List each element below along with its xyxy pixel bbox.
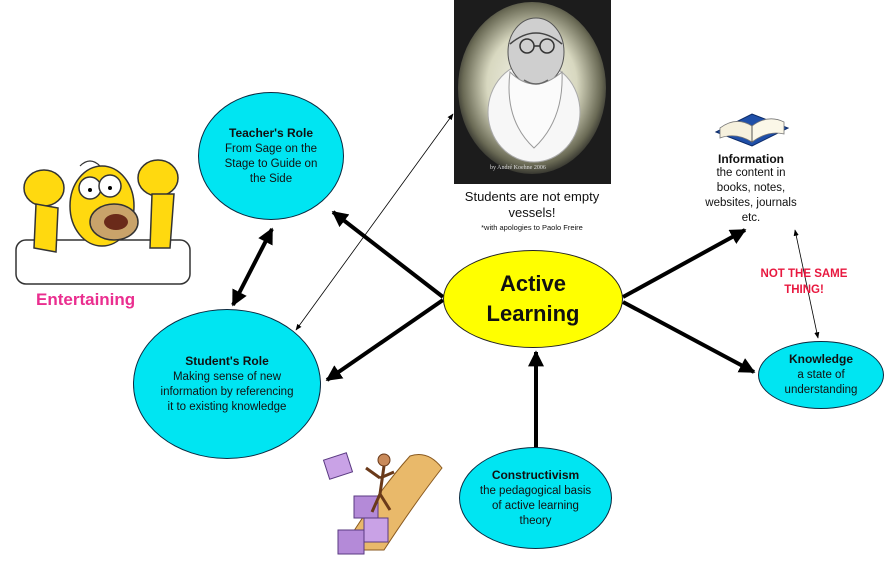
open-book-icon xyxy=(712,106,792,148)
arrow-portrait-student xyxy=(295,113,454,331)
constructivism-title: Constructivism xyxy=(491,467,580,482)
information-node: Information the content in books, notes,… xyxy=(700,152,802,226)
quote-small: *with apologies to Paolo Freire xyxy=(481,223,583,232)
student-role-desc: Making sense of new information by refer… xyxy=(160,370,294,413)
homer-drawing xyxy=(15,159,191,285)
knowledge-desc: a state of understanding xyxy=(784,369,858,396)
freire-portrait: by André Koehne 2006 xyxy=(454,0,611,184)
quote-main: Students are not empty vessels! xyxy=(464,189,600,220)
student-role-title: Student's Role xyxy=(185,353,269,368)
arrow-to-information xyxy=(622,228,747,299)
teacher-role-node: Teacher's Role From Sage on the Stage to… xyxy=(198,92,344,220)
arrow-to-teacher xyxy=(331,210,445,299)
student-role-node: Student's Role Making sense of new infor… xyxy=(133,309,321,459)
active-learning-node: Active Learning xyxy=(443,250,623,348)
information-title: Information xyxy=(718,152,784,166)
portrait-drawing xyxy=(454,0,611,184)
teacher-role-title: Teacher's Role xyxy=(229,125,313,140)
teacher-role-desc: From Sage on the Stage to Guide on the S… xyxy=(224,142,318,185)
active-learning-line2: Learning xyxy=(486,301,580,326)
portrait-signature: by André Koehne 2006 xyxy=(490,165,546,171)
constructivism-desc: the pedagogical basis of active learning… xyxy=(479,484,592,527)
arrow-to-student xyxy=(325,298,445,382)
knowledge-node: Knowledge a state of understanding xyxy=(758,341,884,409)
book-drawing xyxy=(714,113,790,147)
arrow-to-knowledge xyxy=(622,300,756,374)
entertaining-label: Entertaining xyxy=(36,290,136,309)
knowledge-title: Knowledge xyxy=(788,352,853,366)
not-same-label: NOT THE SAME THING! xyxy=(760,268,848,296)
arrow-information-knowledge xyxy=(793,229,820,339)
constructivism-node: Constructivism the pedagogical basis of … xyxy=(459,447,612,549)
homer-cheering-illustration xyxy=(10,148,196,286)
information-desc: the content in books, notes, websites, j… xyxy=(705,167,797,224)
puzzle-path-illustration xyxy=(318,438,446,562)
puzzle-drawing xyxy=(322,452,443,555)
active-learning-line1: Active xyxy=(499,271,567,296)
quote-caption: Students are not empty vessels! *with ap… xyxy=(452,189,612,232)
arrow-teacher-student xyxy=(231,227,274,307)
